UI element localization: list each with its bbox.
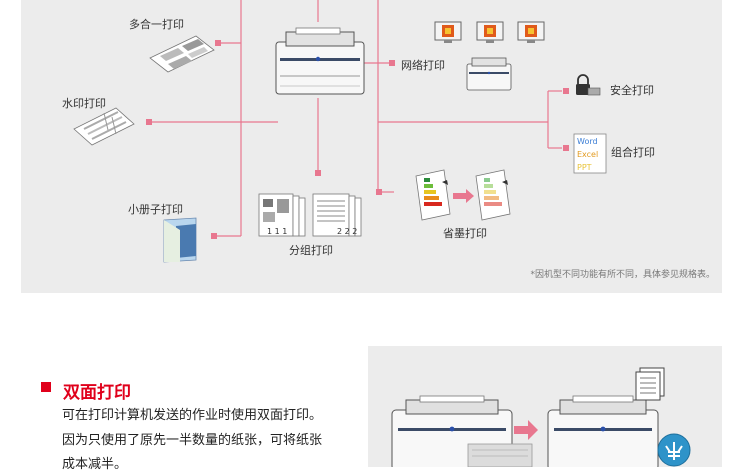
duplex-line-3: 成本减半。 <box>62 457 128 472</box>
yen-saving-icon <box>657 433 691 467</box>
label-booklet: 小册子打印 <box>128 203 183 216</box>
duplex-line-1: 可在打印计算机发送的作业时使用双面打印。 <box>62 408 323 423</box>
lock-icon <box>576 74 601 96</box>
label-group: 分组打印 <box>289 244 333 257</box>
duplex-title: 双面打印 <box>63 383 131 403</box>
printer-before-image <box>391 395 533 467</box>
label-toner-save: 省墨打印 <box>443 227 487 240</box>
watermark-image <box>73 107 135 146</box>
group-printing-image <box>258 193 362 237</box>
form-doc-image <box>573 133 607 174</box>
label-form: 组合打印 <box>611 146 655 159</box>
form-excel-label: Excel <box>577 150 598 159</box>
features-diagram: Word Excel PPT 1 1 1 2 2 2 <box>73 0 607 263</box>
toner-save-after-image <box>475 169 511 221</box>
connector-lines <box>148 0 562 237</box>
label-multi-in-one: 多合一打印 <box>129 18 184 31</box>
label-watermark: 水印打印 <box>62 97 106 110</box>
form-word-label: Word <box>577 137 598 146</box>
group-digits-right: 2 2 2 <box>337 227 357 236</box>
duplex-line-2: 因为只使用了原先一半数量的纸张，可将纸张 <box>62 433 323 448</box>
document-stack-icon <box>635 367 665 401</box>
network-printer-image <box>466 57 512 91</box>
label-network: 网络打印 <box>401 59 445 72</box>
section-bullet-icon <box>41 382 51 392</box>
form-ppt-label: PPT <box>577 163 592 172</box>
monitor-icon <box>476 21 504 43</box>
monitor-icon <box>517 21 545 43</box>
printer-after-image <box>547 395 659 467</box>
label-secure: 安全打印 <box>610 84 654 97</box>
arrow-icon <box>453 189 474 203</box>
booklet-image <box>163 217 197 263</box>
footnote: *因机型不同功能有所不同，具体参见规格表。 <box>530 270 715 280</box>
toner-save-before-image <box>415 169 451 221</box>
group-digits-left: 1 1 1 <box>267 227 287 236</box>
multi-in-one-image <box>149 35 215 73</box>
main-printer-image <box>275 27 365 95</box>
monitor-icon <box>434 21 462 43</box>
arrow-icon <box>514 420 538 440</box>
duplex-illustration <box>368 346 722 467</box>
